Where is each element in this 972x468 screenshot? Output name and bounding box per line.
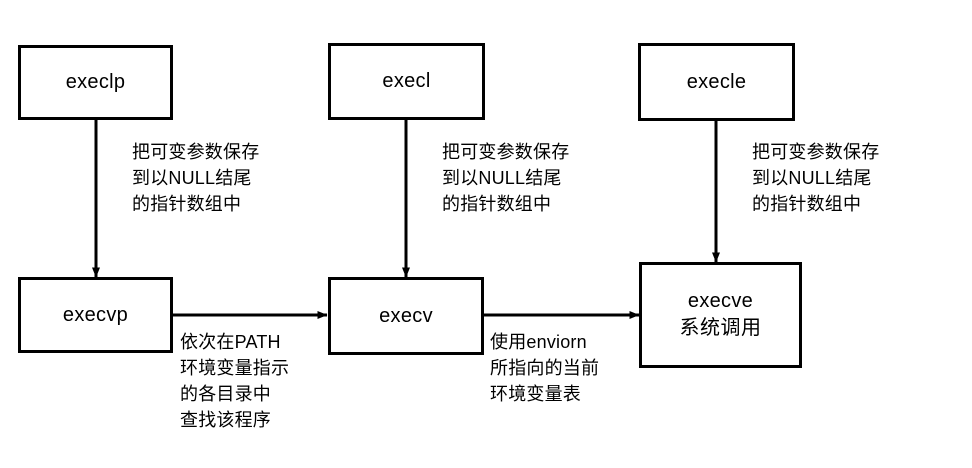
edge-label-execv-to-execve: 使用enviorn 所指向的当前 环境变量表	[490, 332, 600, 405]
node-execve-sublabel: 系统调用	[679, 317, 762, 339]
edge-label-execvp-to-execv: 依次在PATH 环境变量指示 的各目录中 查找该程序	[180, 332, 290, 431]
node-execve-label: execve	[687, 290, 754, 312]
node-execve[interactable]: execve 系统调用	[639, 262, 802, 368]
node-execv-label: execv	[379, 304, 433, 327]
node-execlp[interactable]: execlp	[18, 45, 173, 120]
node-execl-label: execl	[382, 70, 431, 92]
node-execv[interactable]: execv	[328, 277, 484, 355]
node-execvp[interactable]: execvp	[18, 277, 173, 353]
edge-label-execle-to-execve: 把可变参数保存 到以NULL结尾 的指针数组中	[752, 142, 880, 215]
node-execle[interactable]: execle	[638, 43, 795, 121]
edge-label-execlp-to-execvp: 把可变参数保存 到以NULL结尾 的指针数组中	[132, 142, 260, 215]
node-execvp-label: execvp	[62, 303, 129, 326]
node-execl[interactable]: execl	[328, 43, 485, 120]
edge-label-execl-to-execv: 把可变参数保存 到以NULL结尾 的指针数组中	[442, 142, 570, 215]
node-execle-label: execle	[686, 70, 747, 93]
node-execlp-label: execlp	[65, 71, 126, 93]
